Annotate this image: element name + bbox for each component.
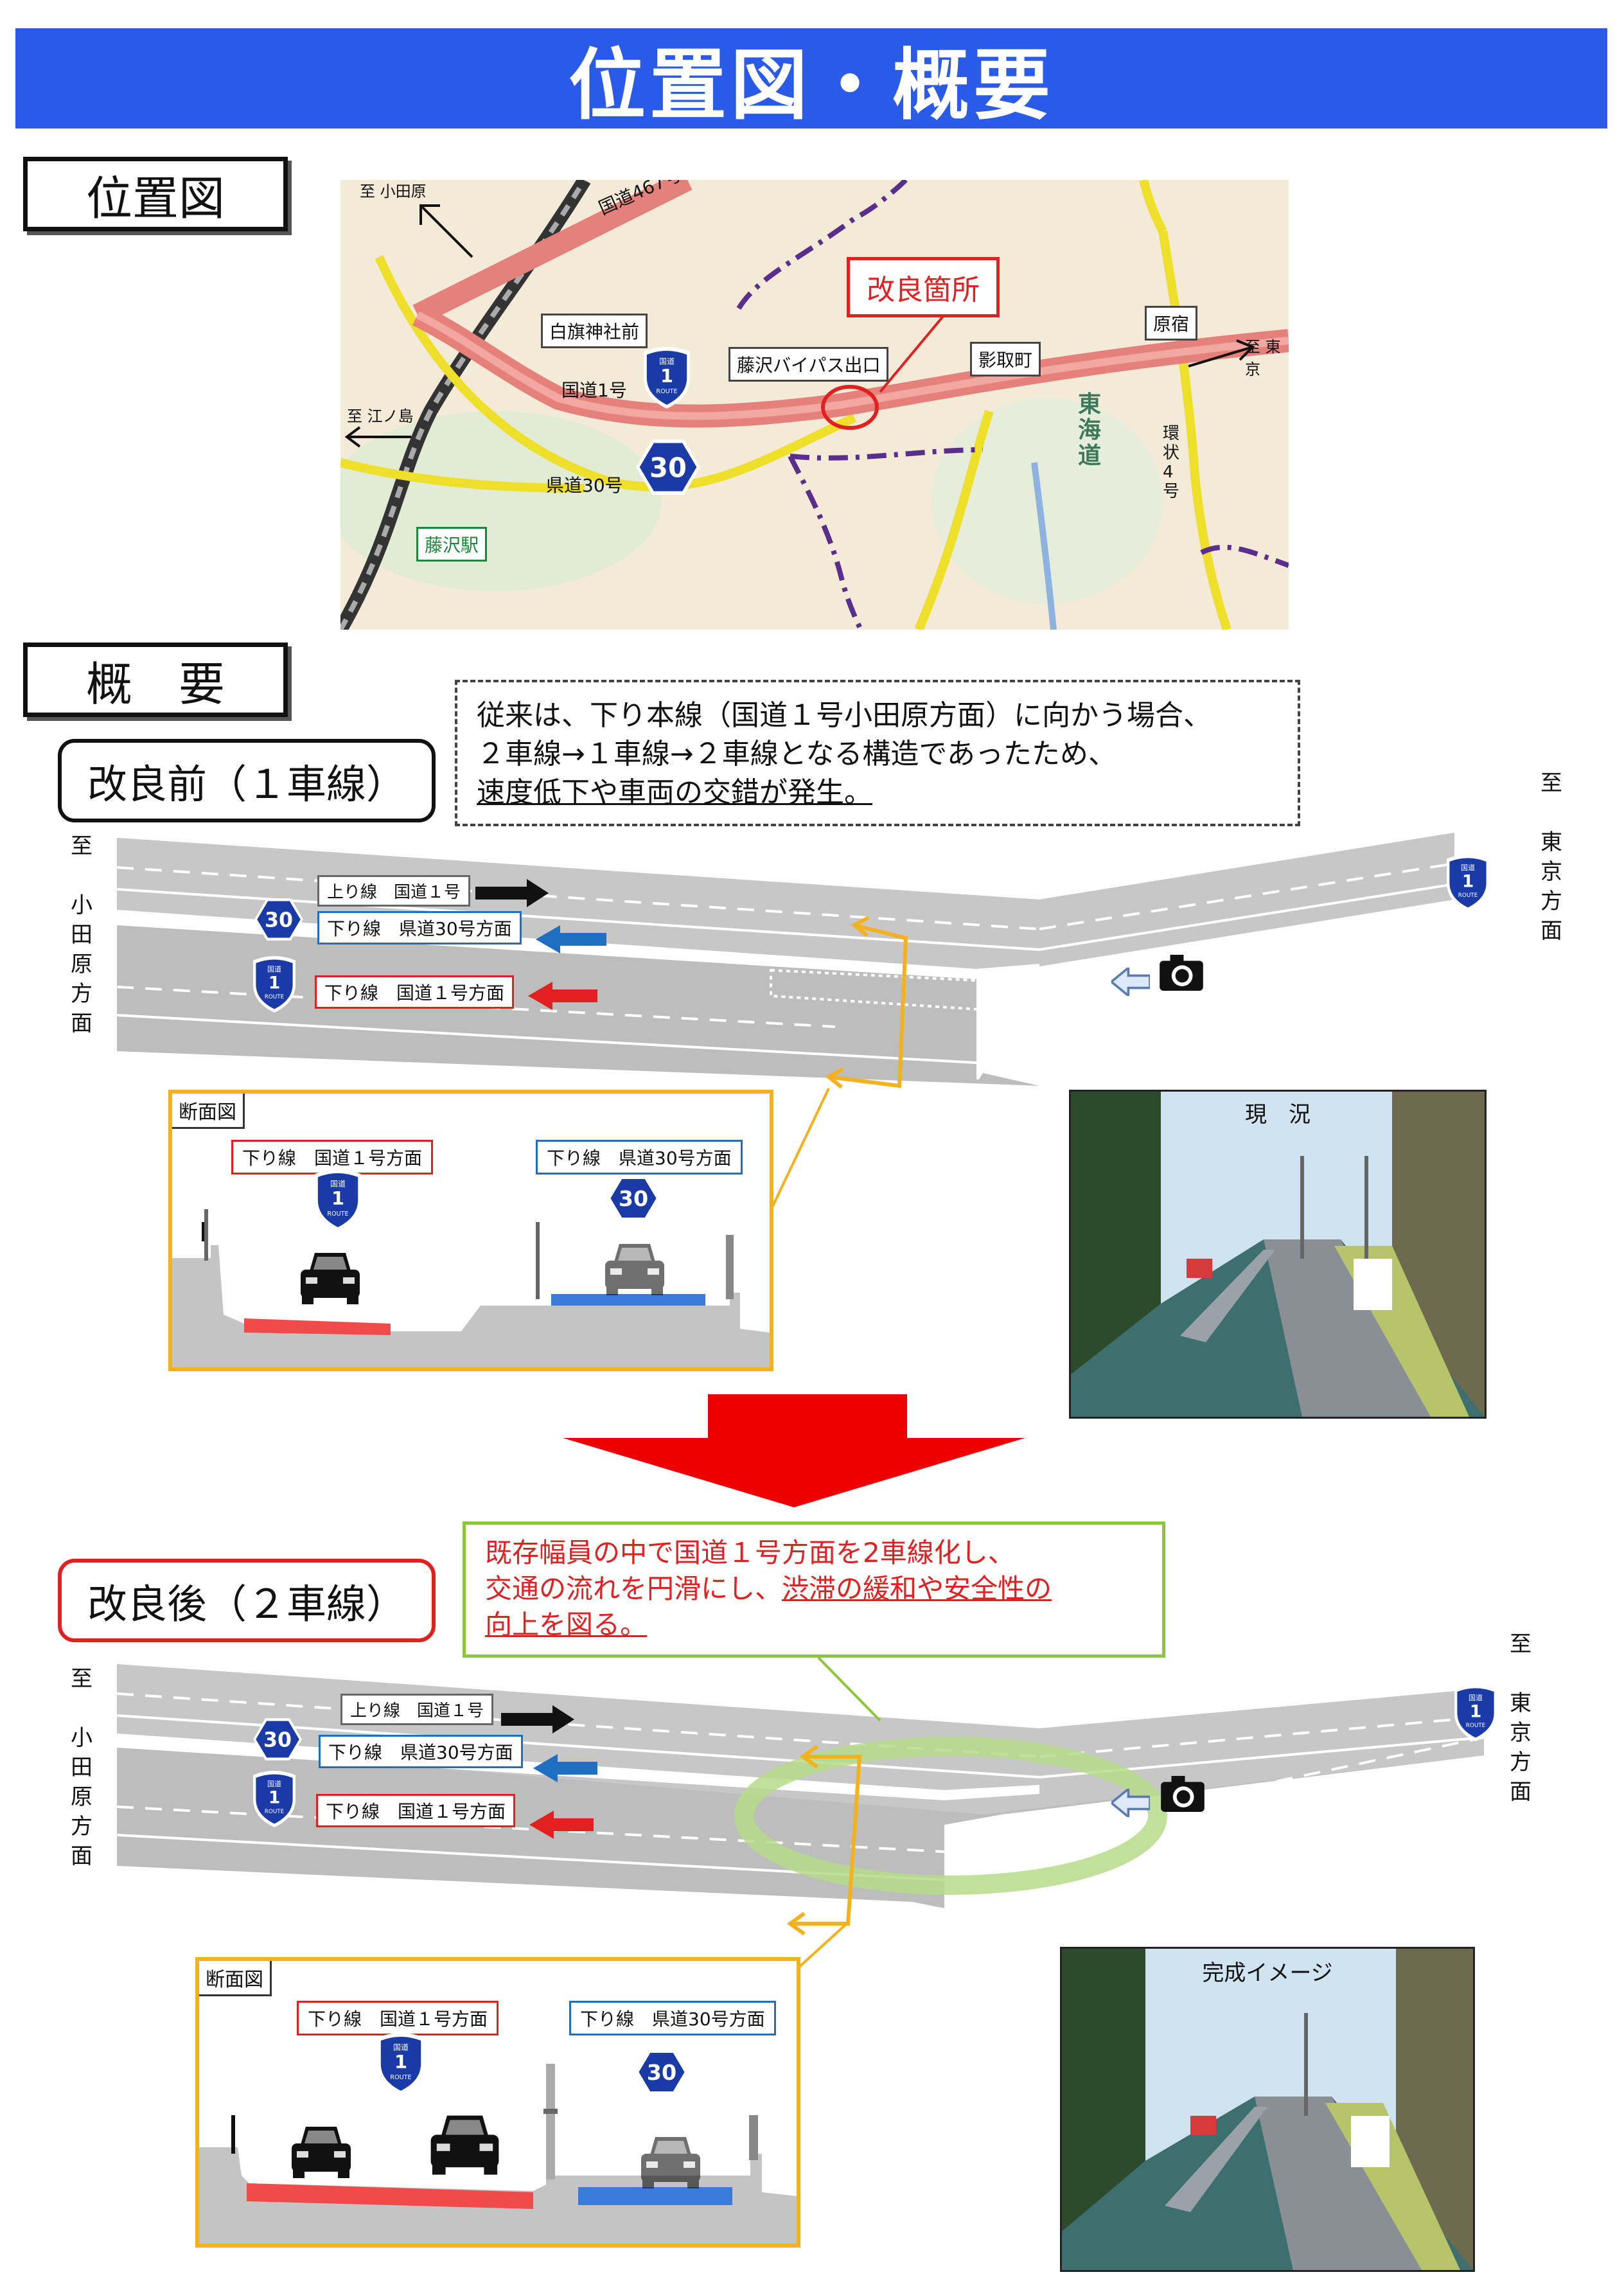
dir-char: 至: [71, 1666, 93, 1692]
after-note-line3: 向上を図る。: [485, 1609, 648, 1640]
before-right-direction: 至 東 京 方 面: [1537, 768, 1566, 946]
after-note-line2a: 交通の流れを円滑にし、: [485, 1573, 782, 1604]
dir-char: 面: [71, 1843, 93, 1869]
viewpoint-arrow-icon: [1111, 968, 1150, 996]
before-note-line3: 速度低下や車両の交錯が発生。: [477, 776, 872, 809]
camera-icon: [1160, 955, 1203, 991]
label-route1: 国道1号: [561, 380, 627, 401]
route30-shield-icon: [636, 439, 700, 495]
before-cross-section: 断面図 下り線 国道１号方面 下り線 県道30号方面: [168, 1090, 773, 1371]
section-header-label: 位置図: [85, 171, 225, 226]
before-note-line1: 従来は、下り本線（国道１号小田原方面）に向かう場合、: [477, 699, 1212, 732]
label-to-odawara: 至 小田原: [360, 182, 427, 200]
before-lane-up: 上り線 国道１号: [317, 875, 471, 907]
after-lane-down30: 下り線 県道30号方面: [319, 1735, 523, 1768]
label-fujisawa-station: 藤沢駅: [416, 527, 488, 562]
route1-shield-icon: [253, 956, 296, 1013]
dir-char: 田: [71, 1755, 93, 1780]
sec-label-down30: 下り線 県道30号方面: [536, 1140, 743, 1175]
after-road-diagram: [116, 1658, 1485, 1936]
before-road-diagram: [116, 833, 1455, 1089]
callout-connector: [766, 1088, 830, 1219]
section-header-location: 位置図: [23, 157, 288, 231]
label-tokaido: 東海道: [1078, 391, 1102, 469]
dir-char: 小: [71, 892, 93, 918]
before-note: 従来は、下り本線（国道１号小田原方面）に向かう場合、 ２車線→１車線→２車線とな…: [455, 680, 1300, 826]
before-lane-down1: 下り線 国道１号方面: [315, 975, 515, 1009]
map-callout-improvement: 改良箇所: [847, 257, 1000, 317]
camera-icon: [1161, 1776, 1205, 1812]
map-roads: [340, 180, 1289, 630]
section-tag: 断面図: [199, 1961, 272, 1996]
dir-char: 小: [71, 1725, 93, 1751]
label-to-enoshima: 至 江ノ島: [347, 407, 414, 425]
dir-char: 至: [71, 833, 93, 859]
after-lane-down1: 下り線 国道１号方面: [316, 1794, 516, 1827]
before-lane-down30: 下り線 県道30号方面: [317, 911, 522, 944]
dir-char: 東: [1510, 1690, 1531, 1716]
dir-char: 原: [71, 1784, 93, 1810]
section-tag: 断面図: [172, 1094, 245, 1129]
sec-label-down30: 下り線 県道30号方面: [569, 2001, 776, 2035]
label-kanjo4: 環状4号: [1163, 424, 1180, 501]
route30-shield-icon: [253, 1718, 302, 1760]
cross-section-drawing: [199, 2064, 797, 2244]
dir-char: 京: [1510, 1720, 1531, 1746]
section-header-label: 概 要: [85, 657, 225, 711]
label-pref30: 県道30号: [546, 475, 623, 496]
after-cross-section: 断面図 下り線 国道１号方面 下り線 県道30号方面: [195, 1957, 800, 2248]
after-title: 改良後（２車線）: [58, 1559, 436, 1642]
dir-char: 方: [71, 1814, 93, 1840]
dir-char: 面: [1540, 918, 1562, 944]
sec-label-down1: 下り線 国道１号方面: [231, 1140, 434, 1175]
transition-arrow-icon: [563, 1394, 1025, 1507]
route1-shield-icon: [1454, 1685, 1497, 1741]
dir-char: 方: [71, 981, 93, 1007]
section-header-overview: 概 要: [23, 643, 288, 717]
before-title: 改良前（１車線）: [58, 739, 436, 822]
dir-char: 面: [1510, 1779, 1531, 1805]
page-title: 位置図・概要: [569, 41, 1054, 130]
after-note: 既存幅員の中で国道１号方面を2車線化し、 交通の流れを円滑にし、渋滞の緩和や安全…: [463, 1521, 1165, 1658]
before-title-label: 改良前（１車線）: [87, 761, 406, 808]
route30-shield-icon: [254, 898, 303, 941]
dir-char: 原: [71, 952, 93, 977]
dir-char: 田: [71, 922, 93, 948]
after-note-line1: 既存幅員の中で国道１号方面を2車線化し、: [485, 1537, 1015, 1568]
before-photo: 現 況: [1069, 1090, 1487, 1419]
dir-char: 京: [1540, 859, 1562, 885]
after-photo: 完成イメージ: [1060, 1947, 1475, 2272]
route1-shield-icon: [1447, 855, 1489, 911]
label-to-tokyo: 至 東京: [1245, 338, 1281, 378]
street-photo-drawing: [1071, 1092, 1485, 1417]
label-harajuku: 原宿: [1145, 306, 1198, 341]
route1-shield-icon: [253, 1771, 296, 1827]
dir-char: 方: [1540, 889, 1562, 914]
label-shirahata: 白旗神社前: [541, 314, 648, 348]
dir-char: 方: [1510, 1750, 1531, 1775]
label-bypass-exit: 藤沢バイパス出口: [728, 347, 889, 382]
viewpoint-arrow-icon: [1111, 1789, 1150, 1817]
after-note-line2b: 渋滞の緩和や安全性の: [782, 1573, 1052, 1604]
location-map: 至 小田原 国道467号 白旗神社前 藤沢バイパス出口 影取町 原宿 至 東京 …: [340, 180, 1289, 630]
before-left-direction: 至 小 田 原 方 面: [67, 831, 96, 1038]
after-right-direction: 至 東 京 方 面: [1506, 1629, 1535, 1807]
after-left-direction: 至 小 田 原 方 面: [67, 1664, 96, 1871]
dir-char: 面: [71, 1011, 93, 1036]
after-title-label: 改良後（２車線）: [87, 1581, 406, 1627]
dir-char: 東: [1540, 829, 1562, 855]
label-kagetori: 影取町: [970, 342, 1041, 377]
photo-caption: 完成イメージ: [1202, 1960, 1333, 1986]
before-note-line2: ２車線→１車線→２車線となる構造であったため、: [477, 738, 1116, 770]
after-lane-up: 上り線 国道１号: [340, 1694, 494, 1725]
dir-char: 至: [1510, 1631, 1531, 1657]
page-banner: 位置図・概要: [15, 28, 1607, 130]
dir-char: 至: [1540, 770, 1562, 796]
cross-section-drawing: [172, 1209, 770, 1367]
photo-caption: 現 況: [1245, 1102, 1311, 1128]
route1-shield-icon: [644, 347, 690, 409]
street-photo-drawing: [1062, 1949, 1473, 2270]
